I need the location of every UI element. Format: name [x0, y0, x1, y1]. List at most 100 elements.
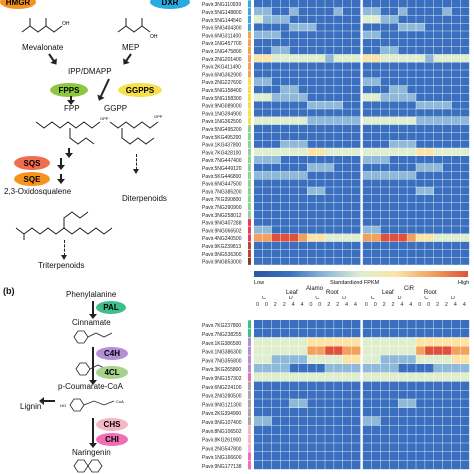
heatmap-cell	[280, 140, 290, 148]
heatmap-cell	[307, 372, 316, 382]
gene-label: Pavir.3NG110939	[202, 2, 241, 8]
heatmap-cell	[254, 46, 263, 55]
heatmap-cell	[271, 7, 281, 16]
heatmap-cell	[371, 443, 381, 452]
chs-enzyme: CHS	[96, 418, 128, 431]
heatmap-cell	[334, 372, 343, 382]
heatmap-cell	[389, 54, 398, 62]
heatmap-cell	[254, 101, 263, 109]
heatmap-cell	[262, 78, 272, 86]
heatmap-cell	[254, 179, 263, 187]
heatmap-cell	[442, 7, 452, 16]
heatmap-cell	[407, 156, 416, 164]
heatmap-cell	[407, 390, 416, 399]
heatmap-cell	[334, 187, 343, 195]
heatmap-cell	[334, 46, 343, 55]
heatmap-cell	[351, 124, 361, 133]
fpp-label: FPP	[64, 104, 80, 113]
heatmap-cell	[262, 226, 272, 234]
gene-group-bar	[248, 355, 251, 364]
heatmap-cell	[254, 54, 263, 62]
heatmap-cell	[351, 171, 361, 179]
svg-text:OPP: OPP	[100, 116, 109, 121]
heatmap-cell	[389, 39, 398, 47]
heatmap-cell	[451, 187, 461, 195]
heatmap-cell	[460, 31, 470, 39]
heatmap-cell	[298, 78, 307, 86]
heatmap-cell	[254, 234, 263, 242]
heatmap-cell	[434, 408, 443, 417]
heatmap-cell	[280, 179, 290, 187]
heatmap-cell	[262, 7, 272, 16]
heatmap-cell	[307, 7, 316, 16]
heatmap-cell	[407, 195, 416, 203]
heatmap-cell	[460, 54, 470, 62]
column-header: 4	[454, 302, 457, 308]
heatmap-cell	[316, 109, 325, 117]
heatmap-cell	[416, 0, 425, 8]
heatmap-cell	[254, 425, 263, 434]
heatmap-cell	[416, 460, 425, 470]
heatmap-cell	[280, 124, 290, 133]
heatmap-cell	[351, 320, 361, 329]
heatmap-cell	[407, 399, 416, 408]
heatmap-cell	[343, 355, 352, 364]
heatmap-cell	[351, 443, 361, 452]
heatmap-cell	[334, 364, 343, 373]
heatmap-cell	[398, 15, 407, 23]
heatmap-cell	[362, 163, 372, 172]
heatmap-cell	[325, 39, 334, 47]
heatmap-cell	[434, 210, 443, 218]
heatmap-cell	[325, 416, 334, 426]
heatmap-cell	[316, 117, 325, 125]
heatmap-cell	[407, 148, 416, 156]
heatmap-cell	[307, 381, 316, 390]
heatmap-cell	[371, 337, 381, 346]
heatmap-cell	[351, 7, 361, 16]
heatmap-cell	[362, 399, 372, 408]
heatmap-cell	[280, 337, 290, 346]
heatmap-cell	[325, 381, 334, 390]
heatmap-cell	[262, 372, 272, 382]
heatmap-cell	[416, 39, 425, 47]
heatmap-cell	[442, 93, 452, 101]
heatmap-cell	[425, 452, 434, 461]
heatmap-cell	[343, 364, 352, 373]
heatmap-cell	[398, 195, 407, 203]
svg-text:CoA: CoA	[116, 399, 124, 404]
heatmap-cell	[451, 337, 461, 346]
heatmap-cell	[416, 337, 425, 346]
heatmap-cell	[451, 15, 461, 23]
heatmap-cell	[307, 202, 316, 211]
coumarate-label: p-Coumarate-CoA	[58, 382, 123, 391]
heatmap-cell	[407, 15, 416, 23]
heatmap-cell	[460, 408, 470, 417]
heatmap-cell	[334, 390, 343, 399]
heatmap-cell	[371, 23, 381, 31]
heatmap-cell	[307, 132, 316, 140]
heatmap-cell	[271, 320, 281, 329]
heatmap-cell	[271, 372, 281, 382]
heatmap-cell	[334, 381, 343, 390]
heatmap-cell	[325, 70, 334, 78]
heatmap-cell	[407, 355, 416, 364]
heatmap-cell	[389, 70, 398, 78]
gene-label: Pavir.7KG237800	[202, 323, 241, 329]
heatmap-cell	[307, 156, 316, 164]
heatmap-cell	[442, 132, 452, 140]
heatmap-cell	[316, 179, 325, 187]
heatmap-cell	[425, 140, 434, 148]
heatmap-cell	[389, 101, 398, 109]
heatmap-cell	[316, 7, 325, 16]
heatmap-cell	[362, 226, 372, 234]
heatmap-cell	[460, 7, 470, 16]
heatmap-cell	[343, 390, 352, 399]
heatmap-cell	[289, 163, 299, 172]
heatmap-cell	[334, 408, 343, 417]
heatmap-cell	[416, 78, 425, 86]
heatmap-cell	[407, 202, 416, 211]
gene-label: Pavir.7NG390900	[202, 205, 242, 211]
heatmap-cell	[307, 179, 316, 187]
heatmap-cell	[343, 187, 352, 195]
heatmap-cell	[298, 171, 307, 179]
